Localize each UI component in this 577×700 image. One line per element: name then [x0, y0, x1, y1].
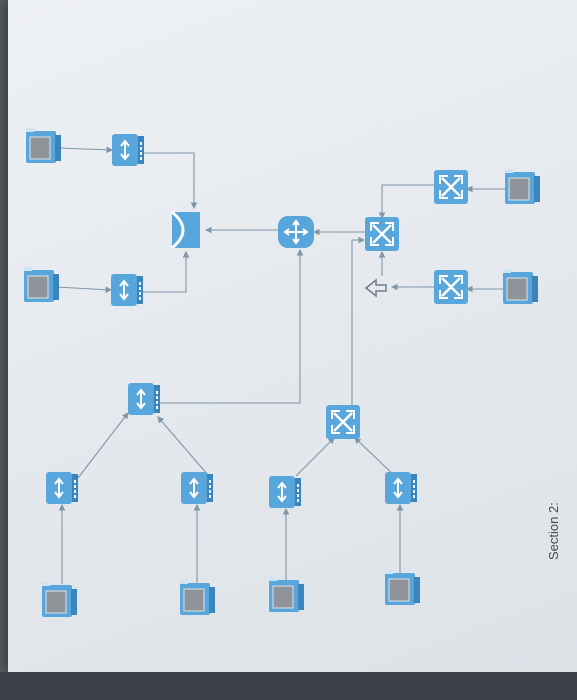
connector-hub3-router1: [160, 248, 304, 404]
hub-icon: [385, 472, 417, 504]
bridge-icon: [171, 210, 200, 250]
connector-switch4-switch1: [351, 236, 366, 406]
hub-icon: [269, 476, 301, 508]
connector-hub7-switch4: [354, 437, 396, 477]
switch-icon: [434, 270, 468, 304]
hub-icon: [112, 134, 144, 166]
workstation-icon: [24, 267, 59, 302]
connector-pc1-hub1: [57, 146, 114, 154]
background-edge: [0, 672, 577, 700]
connector-hub6-switch4: [295, 437, 335, 477]
workstation-icon: [180, 580, 215, 615]
hub-icon: [181, 472, 213, 504]
devices: [24, 128, 540, 617]
connections: [55, 146, 505, 584]
switch-icon: [434, 170, 468, 204]
workstation-icon: [42, 582, 77, 617]
router-icon: [278, 216, 314, 248]
connector-hub4-hub3: [77, 412, 129, 479]
hub-icon: [111, 274, 143, 306]
diagram-paper: [8, 0, 577, 672]
connector-hub5-hub3: [157, 416, 209, 476]
switch-icon: [326, 405, 360, 439]
switch-icon: [365, 217, 399, 251]
hub-icon: [46, 472, 78, 504]
workstation-icon: [505, 169, 540, 204]
connector-hub2-bridge1: [143, 250, 190, 293]
workstation-icon: [269, 577, 304, 612]
connector-pc2-hub2: [55, 286, 113, 293]
connector-hub1-bridge1: [144, 152, 198, 210]
workstation-icon: [385, 570, 420, 605]
connector-switch2-switch1: [378, 184, 435, 220]
workstation-icon: [503, 269, 538, 304]
workstation-icon: [26, 128, 61, 163]
section-label: Section 2:: [546, 502, 561, 560]
gateway-icon: [364, 278, 387, 298]
hub-icon: [128, 383, 160, 415]
